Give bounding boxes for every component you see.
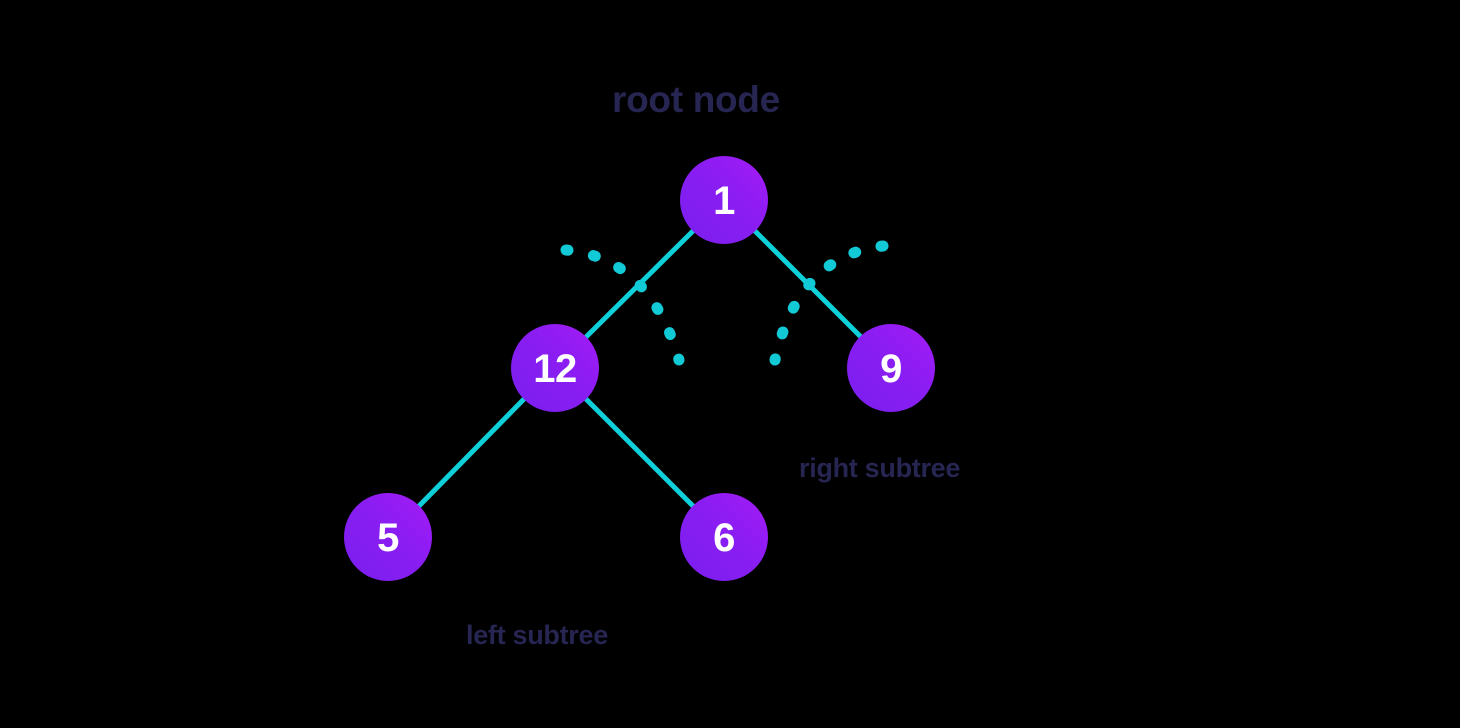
node-circle (511, 324, 599, 412)
node-value-label: 1 (713, 179, 735, 223)
diagram-title-root-node: root node (612, 79, 780, 120)
tree-nodes: 1 12 9 5 6 (344, 156, 935, 581)
node-circle (680, 493, 768, 581)
node-circle (344, 493, 432, 581)
tree-node-6[interactable]: 6 (680, 493, 768, 581)
node-value-label: 5 (377, 516, 399, 560)
annotation-left-subtree: left subtree (466, 620, 608, 650)
node-circle (847, 324, 935, 412)
annotation-right-subtree: right subtree (799, 453, 961, 483)
dashed-separator-arcs (560, 240, 889, 366)
tree-node-12[interactable]: 12 (511, 324, 599, 412)
tree-node-1[interactable]: 1 (680, 156, 768, 244)
tree-edges (416, 228, 864, 509)
dashed-arc-right-icon (769, 240, 889, 366)
tree-node-9[interactable]: 9 (847, 324, 935, 412)
edge-12-to-5 (416, 396, 527, 509)
node-value-label: 12 (533, 347, 577, 391)
node-circle (680, 156, 768, 244)
edge-12-to-6 (583, 396, 696, 509)
node-value-label: 6 (713, 516, 735, 560)
dashed-arc-left-icon (560, 244, 685, 366)
node-value-label: 9 (880, 347, 902, 391)
tree-node-5[interactable]: 5 (344, 493, 432, 581)
